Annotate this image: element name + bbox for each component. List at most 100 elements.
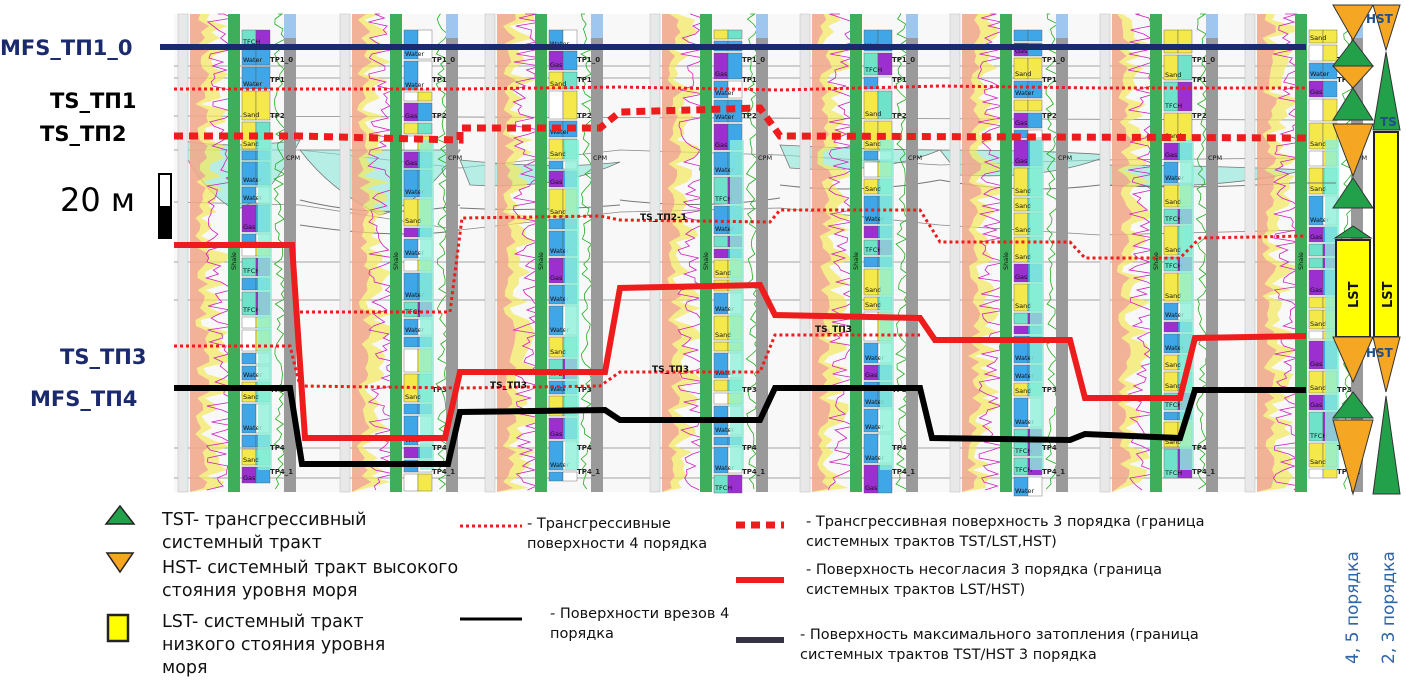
- svg-text:TFCH: TFCH: [864, 66, 882, 74]
- svg-text:Gas: Gas: [1015, 119, 1028, 127]
- svg-text:TP2: TP2: [892, 112, 907, 120]
- svg-text:Shale: Shale: [537, 252, 545, 270]
- svg-text:Gas: Gas: [1015, 47, 1028, 55]
- svg-text:TP1_0: TP1_0: [742, 56, 765, 64]
- svg-text:Water: Water: [715, 225, 735, 233]
- svg-text:Gas: Gas: [865, 371, 878, 379]
- ts-tp2-line: [174, 104, 1307, 144]
- svg-text:Sand: Sand: [1310, 185, 1326, 193]
- unconformity-3rd-order-line: [174, 242, 1307, 441]
- svg-text:Sand: Sand: [715, 269, 731, 277]
- svg-text:TP4_1: TP4_1: [270, 468, 293, 476]
- svg-text:Water: Water: [865, 398, 885, 406]
- lst-label-2-3: LST: [1381, 281, 1396, 308]
- svg-text:Sand: Sand: [1310, 458, 1326, 466]
- svg-text:Gas: Gas: [1310, 286, 1323, 294]
- svg-text:Sand: Sand: [865, 286, 881, 294]
- svg-text:Gas: Gas: [1015, 157, 1028, 165]
- svg-text:Water: Water: [865, 423, 885, 431]
- hst-tag-bottom: HST: [1366, 346, 1394, 360]
- svg-text:TP1_0: TP1_0: [577, 56, 600, 64]
- svg-text:TP3: TP3: [1337, 386, 1352, 394]
- svg-text:TP2: TP2: [1042, 112, 1057, 120]
- legend-lst-text: LST- системный тракт низкого стояния уро…: [162, 612, 386, 678]
- svg-text:CPM: CPM: [593, 154, 607, 162]
- svg-text:Gas: Gas: [243, 223, 256, 231]
- svg-text:Water: Water: [243, 194, 263, 202]
- svg-text:Water: Water: [1310, 70, 1330, 78]
- svg-text:Gas: Gas: [550, 178, 563, 186]
- svg-text:Shale: Shale: [1297, 252, 1305, 270]
- svg-text:Sand: Sand: [1310, 140, 1326, 148]
- svg-text:Sand: Sand: [1165, 361, 1181, 369]
- legend-mfs-text: - Поверхность максимального затопления (…: [800, 627, 1199, 663]
- svg-text:Sand: Sand: [715, 331, 731, 339]
- lst-label-4-5: LST: [1347, 281, 1362, 308]
- svg-text:Water: Water: [1015, 89, 1035, 97]
- svg-text:CPM: CPM: [908, 154, 922, 162]
- svg-text:Water: Water: [550, 326, 570, 334]
- ts-tp1-label: TS_ТП1: [50, 89, 137, 113]
- svg-text:Sand: Sand: [243, 393, 259, 401]
- svg-text:Gas: Gas: [550, 274, 563, 282]
- svg-text:TP4_1: TP4_1: [1192, 468, 1215, 476]
- legend-ts3-text: - Трансгрессивная поверхность 3 порядка …: [806, 514, 1205, 550]
- svg-text:Sand: Sand: [1165, 382, 1181, 390]
- svg-text:Water: Water: [550, 247, 570, 255]
- svg-text:Gas: Gas: [405, 112, 418, 120]
- svg-text:TP1: TP1: [742, 76, 757, 84]
- svg-text:TFCH: TFCH: [242, 306, 260, 314]
- svg-text:Sand: Sand: [1310, 34, 1326, 42]
- svg-text:Sand: Sand: [865, 185, 881, 193]
- svg-text:TFCH: TFCH: [404, 308, 422, 316]
- svg-text:Sand: Sand: [405, 217, 421, 225]
- svg-text:TP1: TP1: [577, 76, 592, 84]
- ts-tp3-tag-2: TS_ТП3: [652, 365, 689, 375]
- svg-text:Water: Water: [715, 166, 735, 174]
- svg-text:TFCH: TFCH: [1164, 102, 1182, 110]
- svg-text:Gas: Gas: [550, 430, 563, 438]
- svg-text:TP1_0: TP1_0: [892, 56, 915, 64]
- well-track: ShaleSandSandTFCHSandGasWaterSandTFCHSan…: [1099, 13, 1222, 493]
- svg-text:Sand: Sand: [243, 111, 259, 119]
- svg-text:TFCH: TFCH: [864, 246, 882, 254]
- svg-text:TP2: TP2: [270, 112, 285, 120]
- incision-4th-order-line: [174, 385, 1306, 467]
- ts-tp1-line: [174, 84, 1306, 92]
- tract-column-2-3-order: [1372, 4, 1401, 495]
- svg-text:TP1: TP1: [1192, 76, 1207, 84]
- svg-text:TFCH: TFCH: [1309, 432, 1327, 440]
- svg-text:Water: Water: [405, 81, 425, 89]
- svg-text:TP1_0: TP1_0: [1042, 56, 1065, 64]
- svg-text:TP1_0: TP1_0: [432, 56, 455, 64]
- svg-text:TFCH: TFCH: [1164, 401, 1182, 409]
- svg-text:Gas: Gas: [1310, 88, 1323, 96]
- svg-text:TP4: TP4: [742, 444, 757, 452]
- svg-text:TP4_1: TP4_1: [577, 468, 600, 476]
- ts-tp3-label: TS_ТП3: [60, 345, 147, 369]
- svg-text:Water: Water: [243, 56, 263, 64]
- svg-text:TFCH: TFCH: [1164, 262, 1182, 270]
- ts-tp3-tag-3: TS_ТП3: [490, 381, 527, 391]
- order-4-5-label: 4, 5 порядка: [1343, 551, 1363, 664]
- svg-text:TP3: TP3: [577, 386, 592, 394]
- svg-text:TP4_1: TP4_1: [1042, 468, 1065, 476]
- svg-text:Shale: Shale: [392, 252, 400, 270]
- scale-bar: [158, 173, 172, 239]
- svg-text:Sand: Sand: [1165, 71, 1181, 79]
- legend-ts4-text: - Трансгрессивные поверхности 4 порядка: [527, 516, 708, 552]
- svg-text:Sand: Sand: [865, 110, 881, 118]
- svg-text:TFCH: TFCH: [1014, 447, 1032, 455]
- svg-text:TP4: TP4: [270, 444, 285, 452]
- ts-tp3-tag-1: TS_ТП3: [815, 325, 852, 335]
- svg-text:CPM: CPM: [1208, 154, 1222, 162]
- svg-text:CPM: CPM: [448, 154, 462, 162]
- svg-text:CPM: CPM: [758, 154, 772, 162]
- svg-text:Water: Water: [1015, 487, 1035, 495]
- svg-text:Water: Water: [1165, 311, 1185, 319]
- lst-legend-box: [106, 613, 130, 643]
- svg-text:Water: Water: [405, 50, 425, 58]
- well-track: ShaleWaterWaterGasGasWaterSandWaterWater…: [339, 13, 462, 493]
- svg-text:TP4_1: TP4_1: [742, 468, 765, 476]
- svg-text:Gas: Gas: [1310, 401, 1323, 409]
